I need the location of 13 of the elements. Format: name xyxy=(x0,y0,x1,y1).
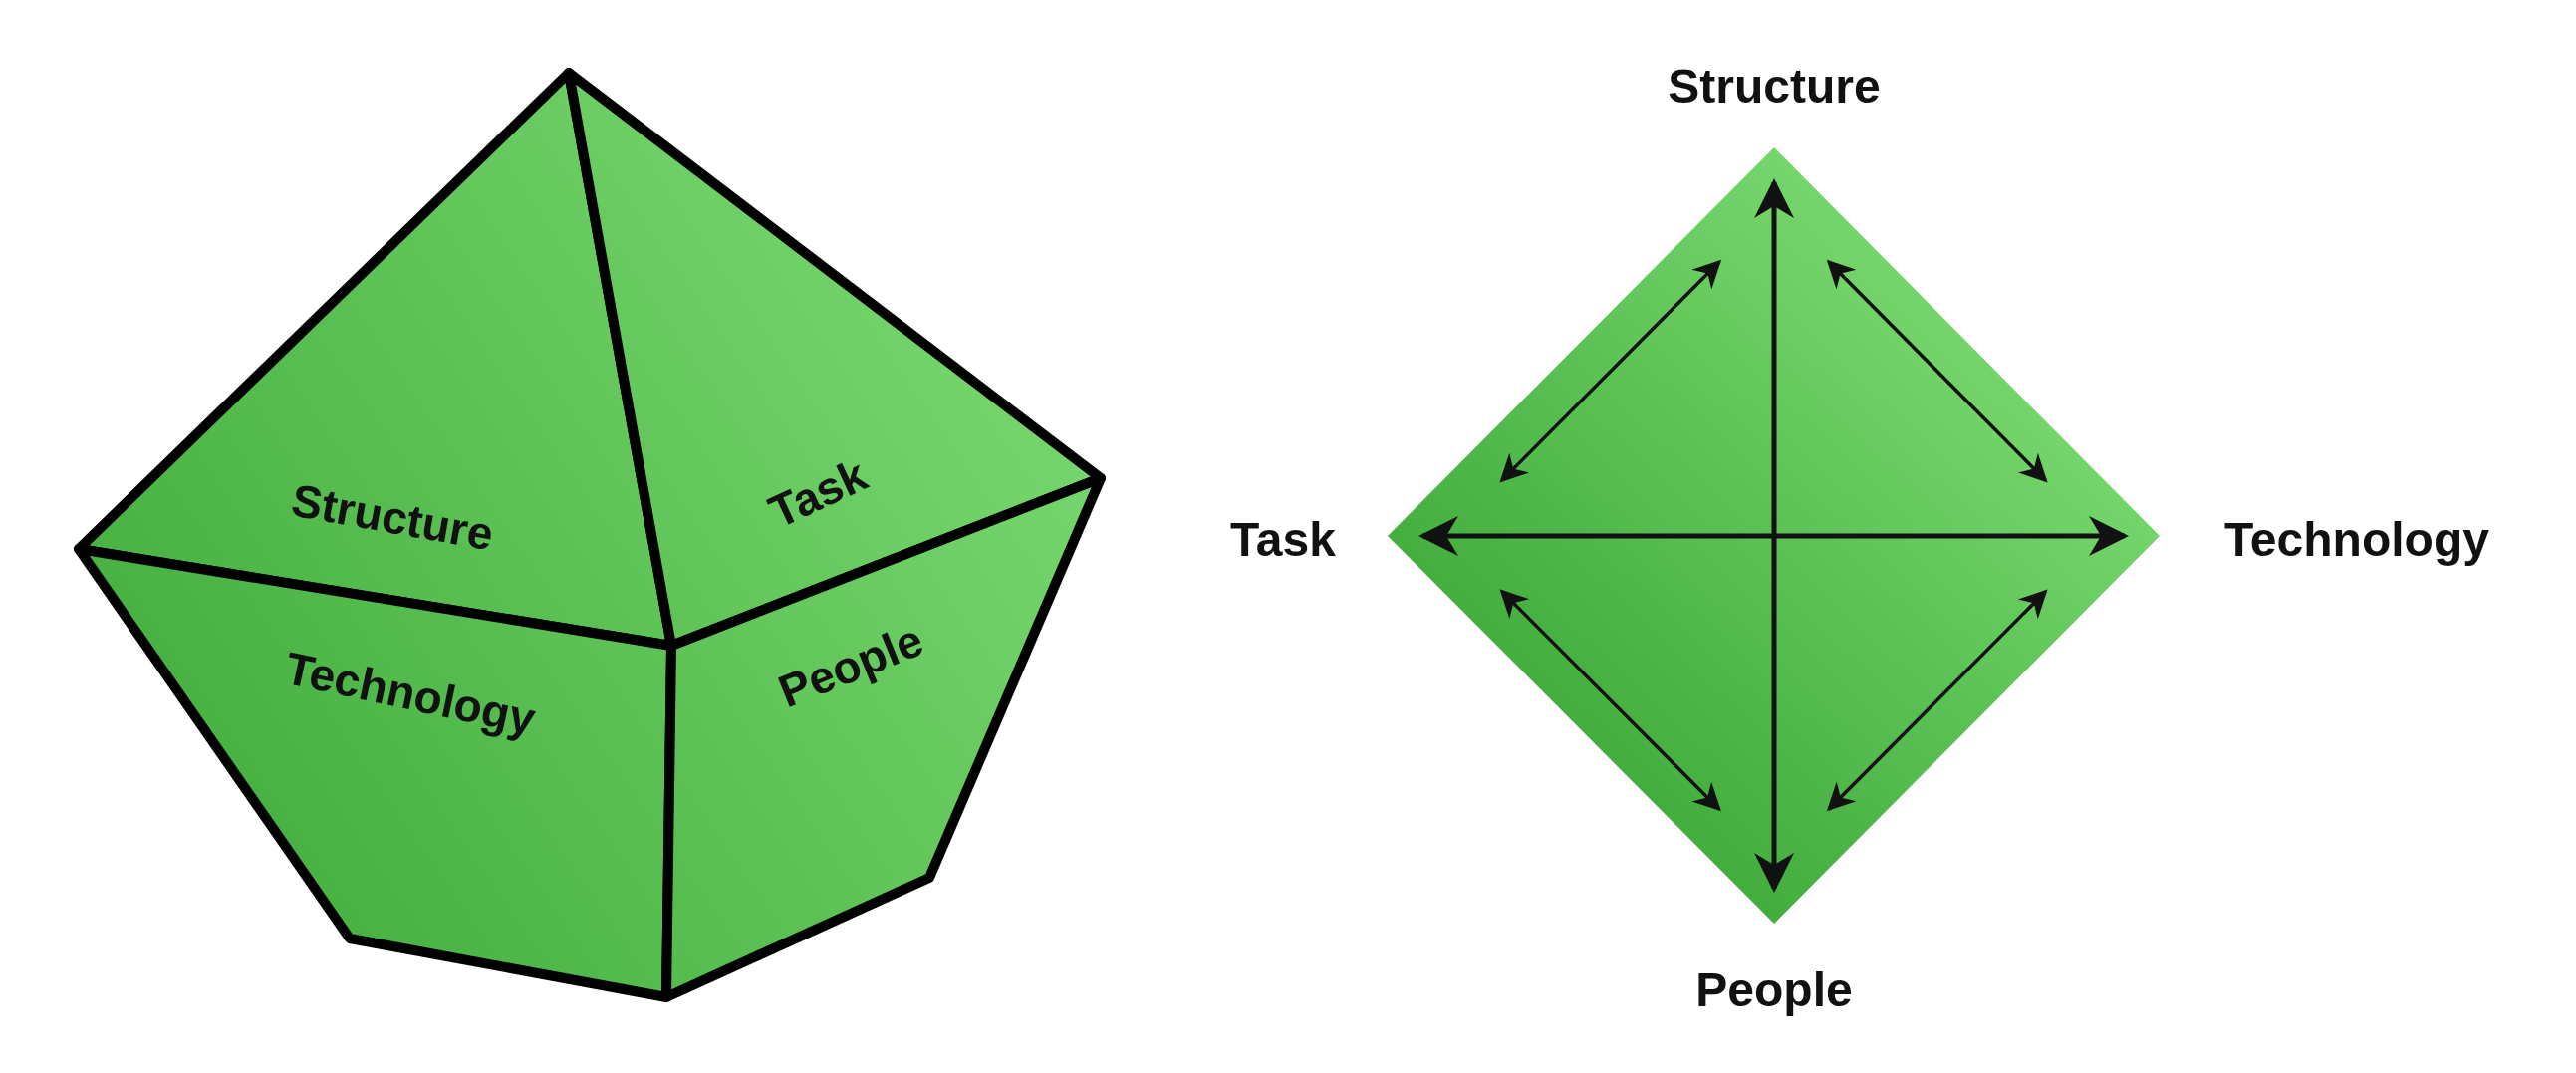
element-label: Technology xyxy=(2224,511,2489,567)
face-label: People xyxy=(770,612,931,719)
face-label: Task xyxy=(760,447,876,539)
element-label: Task xyxy=(1230,511,1336,567)
face-label: Structure xyxy=(287,472,498,562)
double-arrow xyxy=(1826,259,2048,483)
double-arrow xyxy=(1499,259,1722,483)
double-arrow xyxy=(1826,589,2048,812)
element-label: Structure xyxy=(1668,58,1881,114)
double-arrow xyxy=(1754,178,1794,893)
double-arrow xyxy=(1418,516,2129,556)
element-label: People xyxy=(1695,961,1853,1017)
double-arrow xyxy=(1499,589,1721,812)
